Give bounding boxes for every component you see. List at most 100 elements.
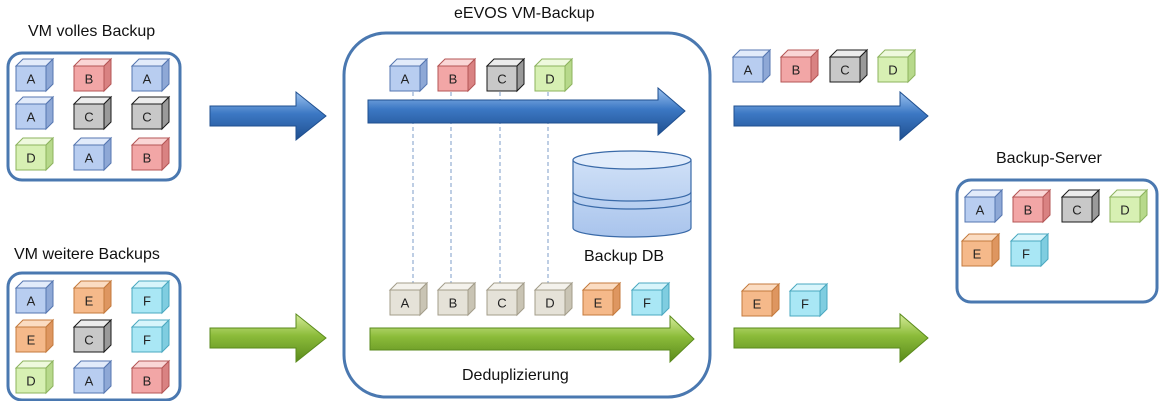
vm-further-block-3-label: E: [27, 333, 36, 348]
stream-top-block-1: B: [436, 57, 477, 93]
vm-full-block-5-label: C: [142, 110, 151, 125]
vm-further-block-5: F: [130, 318, 171, 354]
vm-full-block-8: B: [130, 136, 171, 172]
server-block-2-label: C: [1072, 203, 1081, 218]
out-bottom-block-0: E: [740, 282, 781, 318]
server-block-0-label: A: [976, 203, 985, 218]
out-bottom-block-1: F: [788, 282, 829, 318]
vm-full-block-7: A: [72, 136, 113, 172]
vm-further-frame: [6, 271, 182, 401]
arrow-stream-bottom: [369, 314, 695, 364]
server-block-2: C: [1060, 188, 1101, 224]
vm-further-block-6: D: [14, 359, 55, 395]
data-blocks: A B A A C C D A B A E F E C F D A B A B C D A B C D E F A B C D E F A B C D E F: [14, 48, 1149, 395]
vm-further-block-2-label: F: [143, 294, 151, 309]
backup-server-frame: [955, 178, 1159, 304]
arrow-in-top: [209, 90, 327, 142]
server-block-5-label: F: [1022, 247, 1030, 262]
server-block-5: F: [1009, 232, 1050, 268]
vm-full-frame: [6, 51, 182, 182]
stream-bottom-block-1: B: [436, 281, 477, 317]
arrow-stream-top: [367, 86, 686, 137]
vm-further-block-8-label: B: [143, 374, 152, 389]
vm-further-block-1: E: [72, 279, 113, 315]
vm-full-block-1-label: B: [85, 72, 94, 87]
stream-bottom-block-4: E: [581, 281, 622, 317]
vm-full-block-6-label: D: [26, 151, 35, 166]
stream-top-block-0: A: [388, 57, 429, 93]
stream-bottom-block-0-label: A: [401, 296, 410, 311]
stream-top-block-1-label: B: [449, 72, 458, 87]
out-top-block-0: A: [731, 48, 772, 84]
out-top-block-1-label: B: [792, 63, 801, 78]
stream-bottom-block-5-label: F: [643, 296, 651, 311]
vm-full-block-1: B: [72, 57, 113, 93]
vm-full-block-0-label: A: [27, 72, 36, 87]
backup-server-title: Backup-Server: [996, 150, 1102, 167]
arrow-out-bottom: [733, 312, 929, 364]
vm-further-block-2: F: [130, 279, 171, 315]
vm-full-block-2-label: A: [143, 72, 152, 87]
server-block-1-label: B: [1024, 203, 1033, 218]
stream-bottom-block-2: C: [485, 281, 526, 317]
out-bottom-block-1-label: F: [801, 297, 809, 312]
stream-bottom-block-5: F: [630, 281, 671, 317]
out-top-block-0-label: A: [744, 63, 753, 78]
vm-further-block-4-label: C: [84, 333, 93, 348]
stream-top-block-2: C: [485, 57, 526, 93]
vm-further-block-4: C: [72, 318, 113, 354]
vm-full-title: VM volles Backup: [28, 23, 156, 40]
stream-bottom-block-3-label: D: [545, 296, 554, 311]
vm-further-block-7-label: A: [85, 374, 94, 389]
vm-further-block-6-label: D: [26, 374, 35, 389]
vm-full-block-0: A: [14, 57, 55, 93]
vm-further-block-5-label: F: [143, 333, 151, 348]
vm-further-block-3: E: [14, 318, 55, 354]
server-block-3-label: D: [1120, 203, 1129, 218]
stream-top-block-3-label: D: [545, 72, 554, 87]
out-top-block-3: D: [876, 48, 917, 84]
stream-top-block-2-label: C: [497, 72, 506, 87]
server-block-3: D: [1108, 188, 1149, 224]
vm-full-block-3-label: A: [27, 110, 36, 125]
vm-further-block-0: A: [14, 279, 55, 315]
vm-full-block-3: A: [14, 95, 55, 131]
evos-title: eEVOS VM-Backup: [454, 5, 595, 22]
server-block-0: A: [963, 188, 1004, 224]
backup-db-icon: [572, 150, 692, 238]
vm-further-title: VM weitere Backups: [14, 246, 160, 263]
server-block-4: E: [960, 232, 1001, 268]
arrow-out-top: [733, 90, 929, 142]
arrow-in-bottom: [209, 312, 327, 364]
vm-full-block-8-label: B: [143, 151, 152, 166]
out-top-block-3-label: D: [888, 63, 897, 78]
stream-bottom-block-2-label: C: [497, 296, 506, 311]
stream-bottom-block-1-label: B: [449, 296, 458, 311]
out-top-block-2: C: [828, 48, 869, 84]
vm-further-block-0-label: A: [27, 294, 36, 309]
vm-full-block-2: A: [130, 57, 171, 93]
stream-bottom-block-0: A: [388, 281, 429, 317]
vm-full-block-6: D: [14, 136, 55, 172]
server-block-4-label: E: [973, 247, 982, 262]
vm-further-block-1-label: E: [85, 294, 94, 309]
vm-full-block-4: C: [72, 95, 113, 131]
vm-full-block-7-label: A: [85, 151, 94, 166]
vm-further-block-7: A: [72, 359, 113, 395]
out-top-block-1: B: [779, 48, 820, 84]
stream-top-block-0-label: A: [401, 72, 410, 87]
dedup-label: Deduplizierung: [462, 367, 569, 384]
dedup-lines: [412, 92, 549, 284]
out-bottom-block-0-label: E: [753, 297, 762, 312]
stream-top-block-3: D: [533, 57, 574, 93]
vm-full-block-4-label: C: [84, 110, 93, 125]
stream-bottom-block-3: D: [533, 281, 574, 317]
vm-full-block-5: C: [130, 95, 171, 131]
stream-bottom-block-4-label: E: [594, 296, 603, 311]
out-top-block-2-label: C: [840, 63, 849, 78]
backup-db-label: Backup DB: [584, 248, 665, 265]
vm-further-block-8: B: [130, 359, 171, 395]
server-block-1: B: [1011, 188, 1052, 224]
evos-frame: [342, 31, 712, 399]
